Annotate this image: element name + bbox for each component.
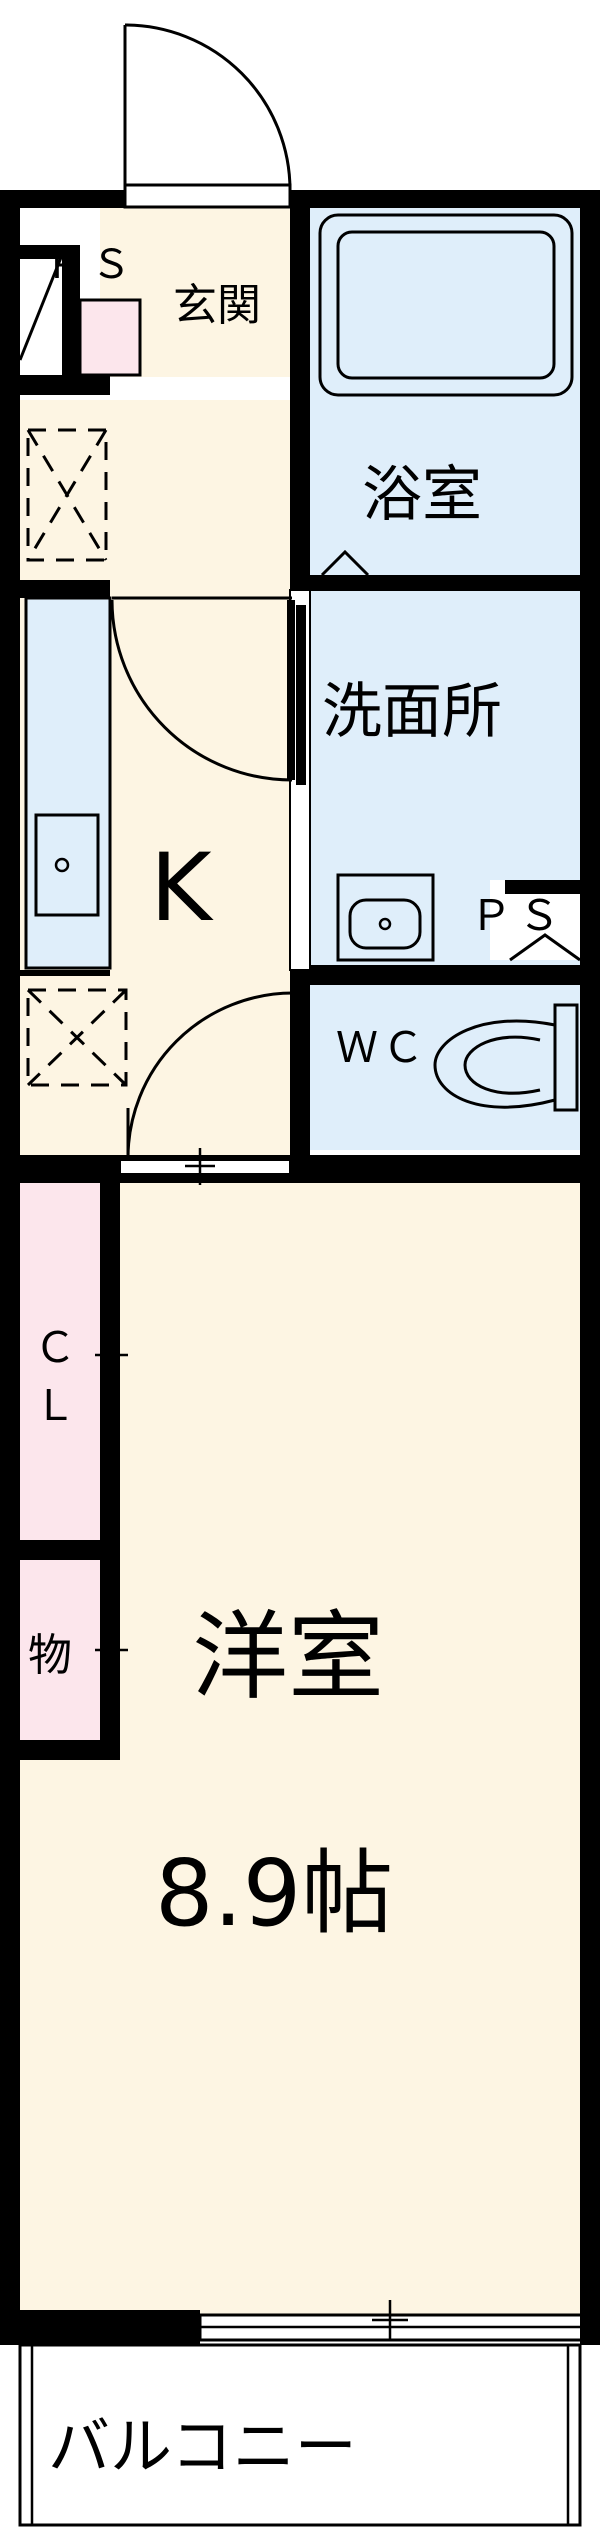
ps-top-label: ＰＳ <box>45 242 137 288</box>
wc-label: ＷＣ <box>336 1023 428 1072</box>
vent-x-icon-2 <box>26 988 128 1087</box>
kitchen-sink-icon <box>34 813 100 917</box>
toilet-icon <box>433 1003 579 1112</box>
ps-wash-shaft <box>490 880 581 962</box>
western-room-size: 8.9帖 <box>155 1840 393 1947</box>
entrance-label: 玄関 <box>173 280 261 331</box>
shoe-cabinet <box>78 298 142 377</box>
kitchen-label: K <box>150 834 214 943</box>
washroom-label: 洗面所 <box>322 677 502 747</box>
room-door-arc-icon <box>126 991 294 1185</box>
entry-door <box>123 23 292 209</box>
bathtub-icon <box>318 213 574 577</box>
western-room-label: 洋室 <box>192 1601 384 1713</box>
sink-icon <box>336 873 435 962</box>
door-arc-icon <box>110 596 295 782</box>
closet-l-label: Ｌ <box>34 1381 76 1430</box>
vent-x-icon <box>26 428 108 562</box>
ps-wash-label: ＰＳ <box>470 891 566 940</box>
bath-label: 浴室 <box>362 460 482 530</box>
wall-outlet-icon <box>95 1330 408 2340</box>
floor-areas <box>20 205 580 2320</box>
kitchen-counter <box>24 596 112 970</box>
walls <box>0 190 600 2345</box>
storage-label: 物 <box>28 1630 72 1681</box>
wc-floor <box>310 985 580 1150</box>
closet-floor <box>20 1180 100 1540</box>
storage-floor <box>20 1560 100 1740</box>
balcony-label: バルコニー <box>48 2410 357 2483</box>
balcony-rail <box>18 2343 582 2527</box>
closet-c-label: Ｃ <box>34 1323 76 1372</box>
